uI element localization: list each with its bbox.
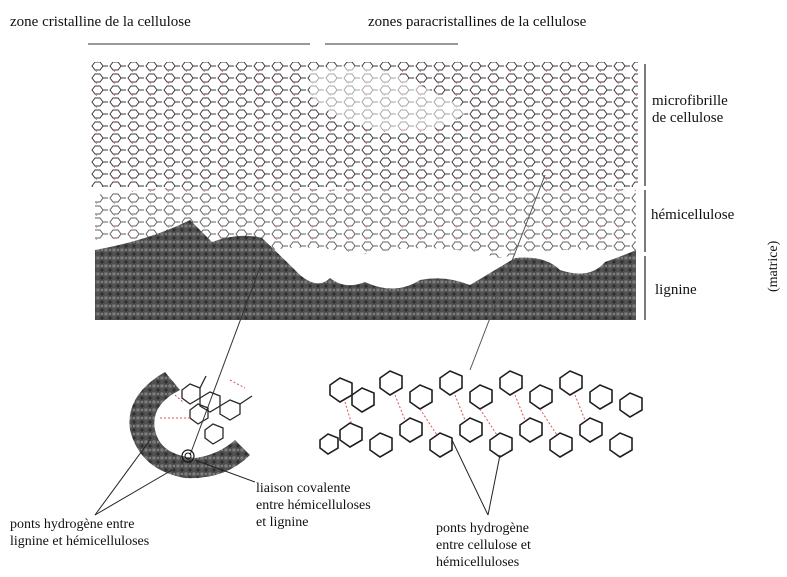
lignin-region xyxy=(95,220,636,320)
covalent-label-line2: entre hémicelluloses xyxy=(256,498,371,513)
paracrystalline-zones-label: zones paracristallines de la cellulose xyxy=(368,14,587,30)
lignin-label: lignine xyxy=(655,282,697,298)
covalent-bond-marker xyxy=(181,449,195,463)
hbond-cell-hemi-label-line2: entre cellulose et xyxy=(436,538,531,553)
callout-hbond-right-a xyxy=(451,439,489,516)
callout-hbond-left-b xyxy=(94,469,173,516)
hbond-cell-hemi-label-line3: hémicelluloses xyxy=(436,555,520,570)
hydrogen-bonds-left xyxy=(160,379,246,419)
covalent-label-line1: liaison covalente xyxy=(256,481,351,496)
lignin-c-shape xyxy=(129,372,250,479)
leader-line-left xyxy=(189,261,263,456)
callout-hbond-right-b xyxy=(487,454,501,516)
hbond-lignin-hemi-label-line1: ponts hydrogène entre xyxy=(10,517,135,532)
matrix-label: (matrice) xyxy=(766,240,781,292)
callout-covalent xyxy=(194,459,256,483)
covalent-label-line3: et lignine xyxy=(256,515,309,530)
microfibril-label-line2: de cellulose xyxy=(652,110,724,126)
hemicellulose-label: hémicellulose xyxy=(651,207,735,223)
leader-line-right xyxy=(469,174,546,371)
callout-hbond-left-a xyxy=(94,439,151,516)
crystalline-zone-label: zone cristalline de la cellulose xyxy=(10,14,191,30)
hbond-lignin-hemi-label-line2: lignine et hémicelluloses xyxy=(10,534,150,549)
paracrystalline-region xyxy=(310,66,470,133)
microfibril-label-line1: microfibrille xyxy=(652,93,728,109)
hydrogen-bonds-right xyxy=(344,394,586,436)
hbond-cell-hemi-label-line1: ponts hydrogène xyxy=(436,521,529,536)
cellulose-hemicellulose-network xyxy=(319,370,643,458)
